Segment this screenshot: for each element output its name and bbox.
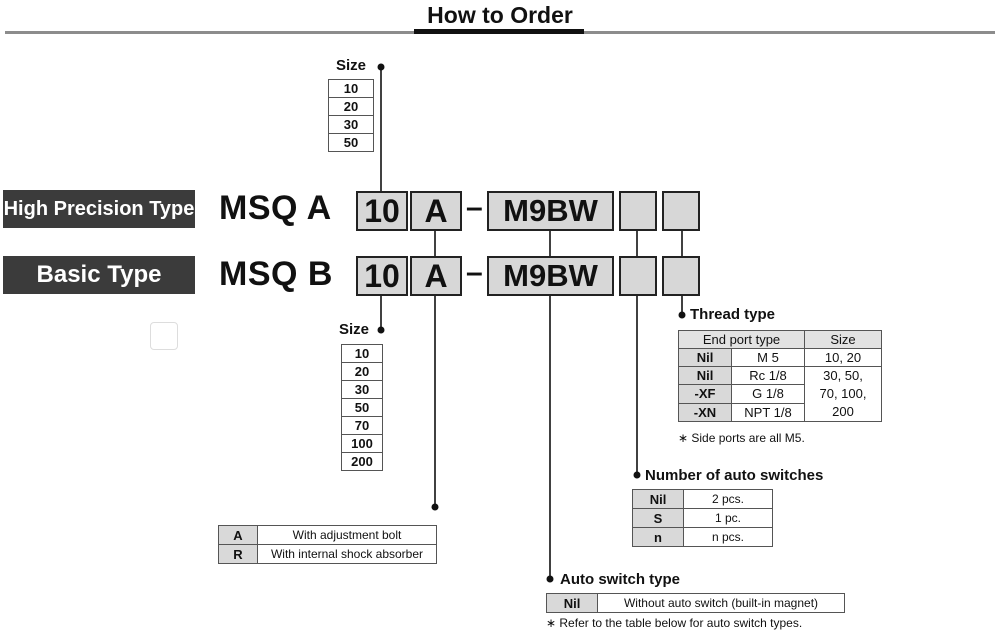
- faint-stamp-icon: [150, 322, 178, 350]
- size-bottom-cell: 10: [341, 344, 383, 363]
- auto-switch-box: M9BW: [487, 191, 614, 231]
- size-bottom-cell: 30: [341, 380, 383, 399]
- size-bottom-cell: 20: [341, 362, 383, 381]
- model-code: MSQ B: [219, 255, 333, 293]
- dot-size-top: [377, 63, 385, 71]
- thread-header-size: Size: [804, 330, 882, 349]
- thread-code: Nil: [678, 348, 732, 367]
- size-top-label: Size: [336, 57, 367, 74]
- switch-count-box: [619, 256, 657, 296]
- type-label-basic: Basic Type: [3, 256, 195, 294]
- thread-header-port: End port type: [678, 330, 805, 349]
- thread-port: M 5: [731, 348, 805, 367]
- thread-size: 10, 20: [804, 348, 882, 367]
- size-top-table: 10 20 30 50: [328, 79, 374, 152]
- dot-thread-type: [678, 311, 686, 319]
- switch-type-code: Nil: [546, 593, 598, 613]
- dot-adjustment: [431, 503, 439, 511]
- option-box: A: [410, 191, 462, 231]
- thread-port: Rc 1/8: [731, 365, 805, 386]
- auto-switch-box: M9BW: [487, 256, 614, 296]
- thread-code: -XF: [678, 384, 732, 404]
- option-box: A: [410, 256, 462, 296]
- adjustment-code: A: [218, 525, 258, 545]
- dot-switch-type: [546, 575, 554, 583]
- switch-count-code: S: [632, 508, 684, 528]
- dash: –: [466, 191, 483, 224]
- adjustment-code: R: [218, 544, 258, 564]
- dot-switch-count: [633, 471, 641, 479]
- switch-count-desc: n pcs.: [683, 527, 773, 547]
- size-bottom-cell: 200: [341, 452, 383, 471]
- thread-type-label: Thread type: [690, 306, 776, 323]
- switch-count-desc: 1 pc.: [683, 508, 773, 528]
- size-box: 10: [356, 256, 408, 296]
- size-bottom-cell: 100: [341, 434, 383, 453]
- switch-type-label: Auto switch type: [560, 571, 681, 588]
- thread-type-box: [662, 191, 700, 231]
- switch-type-note: ∗ Refer to the table below for auto swit…: [546, 616, 803, 630]
- model-code: MSQ A: [219, 189, 332, 227]
- adjustment-desc: With internal shock absorber: [257, 544, 437, 564]
- switch-count-code: Nil: [632, 489, 684, 509]
- type-label-high-precision: High Precision Type: [3, 190, 195, 228]
- size-box: 10: [356, 191, 408, 231]
- switch-count-code: n: [632, 527, 684, 547]
- size-bottom-cell: 70: [341, 416, 383, 435]
- thread-type-box: [662, 256, 700, 296]
- size-bottom-label: Size: [339, 321, 370, 338]
- size-top-cell: 10: [328, 79, 374, 98]
- thread-code: Nil: [678, 365, 732, 386]
- switch-count-label: Number of auto switches: [645, 467, 824, 484]
- thread-type-table: End port type Size Nil M 5 10, 20 Nil Rc…: [678, 330, 882, 423]
- dash: –: [466, 256, 483, 289]
- thread-code: -XN: [678, 402, 732, 423]
- size-bottom-table: 10 20 30 50 70 100 200: [341, 344, 383, 471]
- switch-type-desc: Without auto switch (built-in magnet): [597, 593, 845, 613]
- title-underline-accent: [414, 29, 584, 34]
- dot-size-bottom: [377, 326, 385, 334]
- page-title: How to Order: [427, 2, 573, 28]
- switch-count-box: [619, 191, 657, 231]
- adjustment-desc: With adjustment bolt: [257, 525, 437, 545]
- thread-note: ∗ Side ports are all M5.: [678, 431, 805, 445]
- thread-port: G 1/8: [731, 384, 805, 404]
- thread-size-merged: 30, 50, 70, 100, 200: [804, 366, 882, 422]
- size-top-cell: 30: [328, 115, 374, 134]
- thread-port: NPT 1/8: [731, 402, 805, 423]
- switch-type-table: Nil Without auto switch (built-in magnet…: [546, 593, 845, 613]
- size-top-cell: 20: [328, 97, 374, 116]
- size-bottom-cell: 50: [341, 398, 383, 417]
- adjustment-table: A With adjustment bolt R With internal s…: [218, 525, 437, 564]
- switch-count-table: Nil 2 pcs. S 1 pc. n n pcs.: [632, 489, 773, 547]
- size-top-cell: 50: [328, 133, 374, 152]
- switch-count-desc: 2 pcs.: [683, 489, 773, 509]
